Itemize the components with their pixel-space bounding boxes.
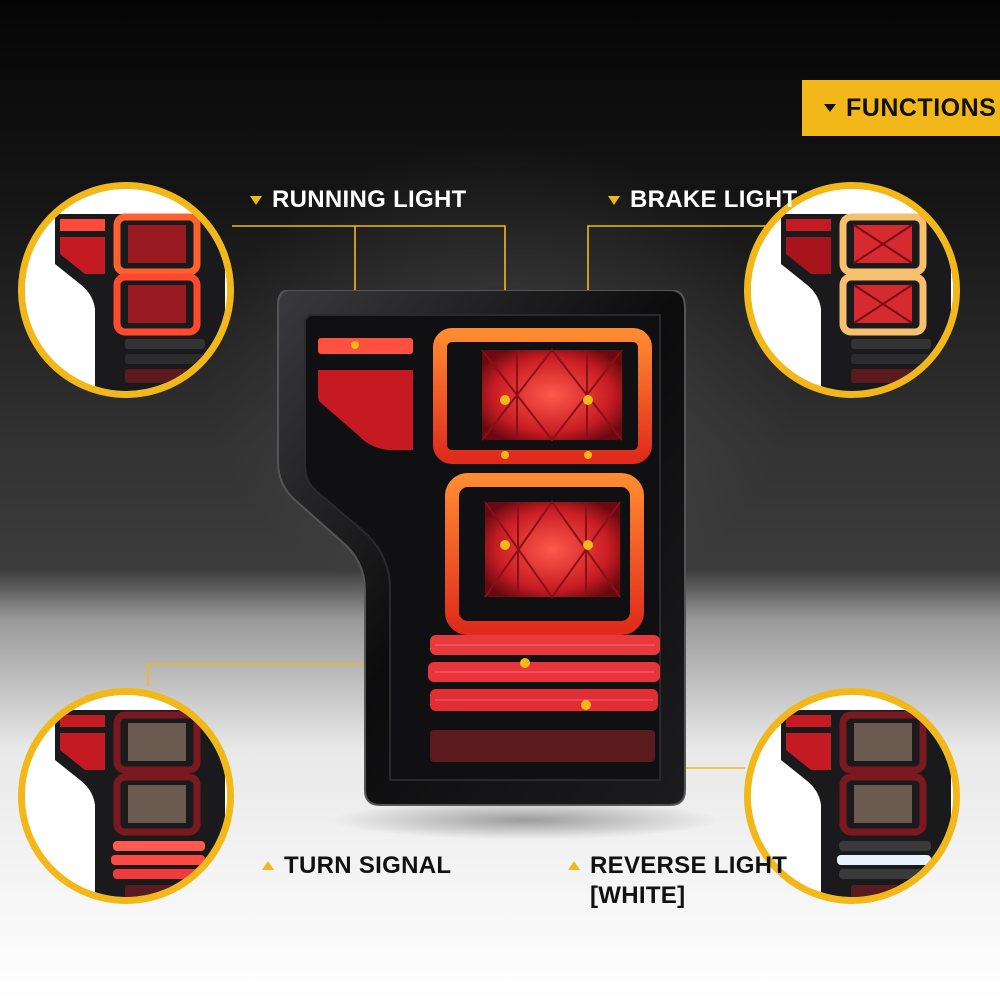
reverse-light-text: REVERSE LIGHT [590,852,788,879]
lower-light-module [445,473,644,635]
top-running-bar [318,338,413,354]
turn-signal-label: TURN SIGNAL [262,851,451,881]
product-shadow [330,800,720,840]
functions-badge-label: FUNCTIONS [846,93,997,122]
caret-up-icon [568,861,580,870]
caret-up-icon [262,861,274,870]
upper-light-module [433,328,652,464]
side-reflector [318,370,413,450]
functions-badge: FUNCTIONS [802,80,1000,136]
upper-light-lens [482,350,622,440]
caret-down-icon [250,196,262,205]
bottom-reflector [430,730,655,762]
brake-light-text: BRAKE LIGHT [630,186,798,213]
reverse-light-text-block: REVERSE LIGHT [WHITE] [590,851,787,911]
turn-signal-detail [18,688,234,904]
running-light-detail [18,182,234,398]
running-light-label: RUNNING LIGHT [250,185,467,215]
tail-lamp-main [277,290,686,806]
running-light-text: RUNNING LIGHT [272,186,467,213]
brake-light-label: BRAKE LIGHT [608,185,797,215]
reverse-light-note: [WHITE] [590,882,686,909]
reverse-light-detail [744,688,960,904]
brake-light-detail [744,182,960,398]
caret-down-icon [608,196,620,205]
reverse-light-label: REVERSE LIGHT [WHITE] [568,851,787,911]
caret-down-icon [824,104,836,112]
turn-signal-text: TURN SIGNAL [284,852,452,879]
